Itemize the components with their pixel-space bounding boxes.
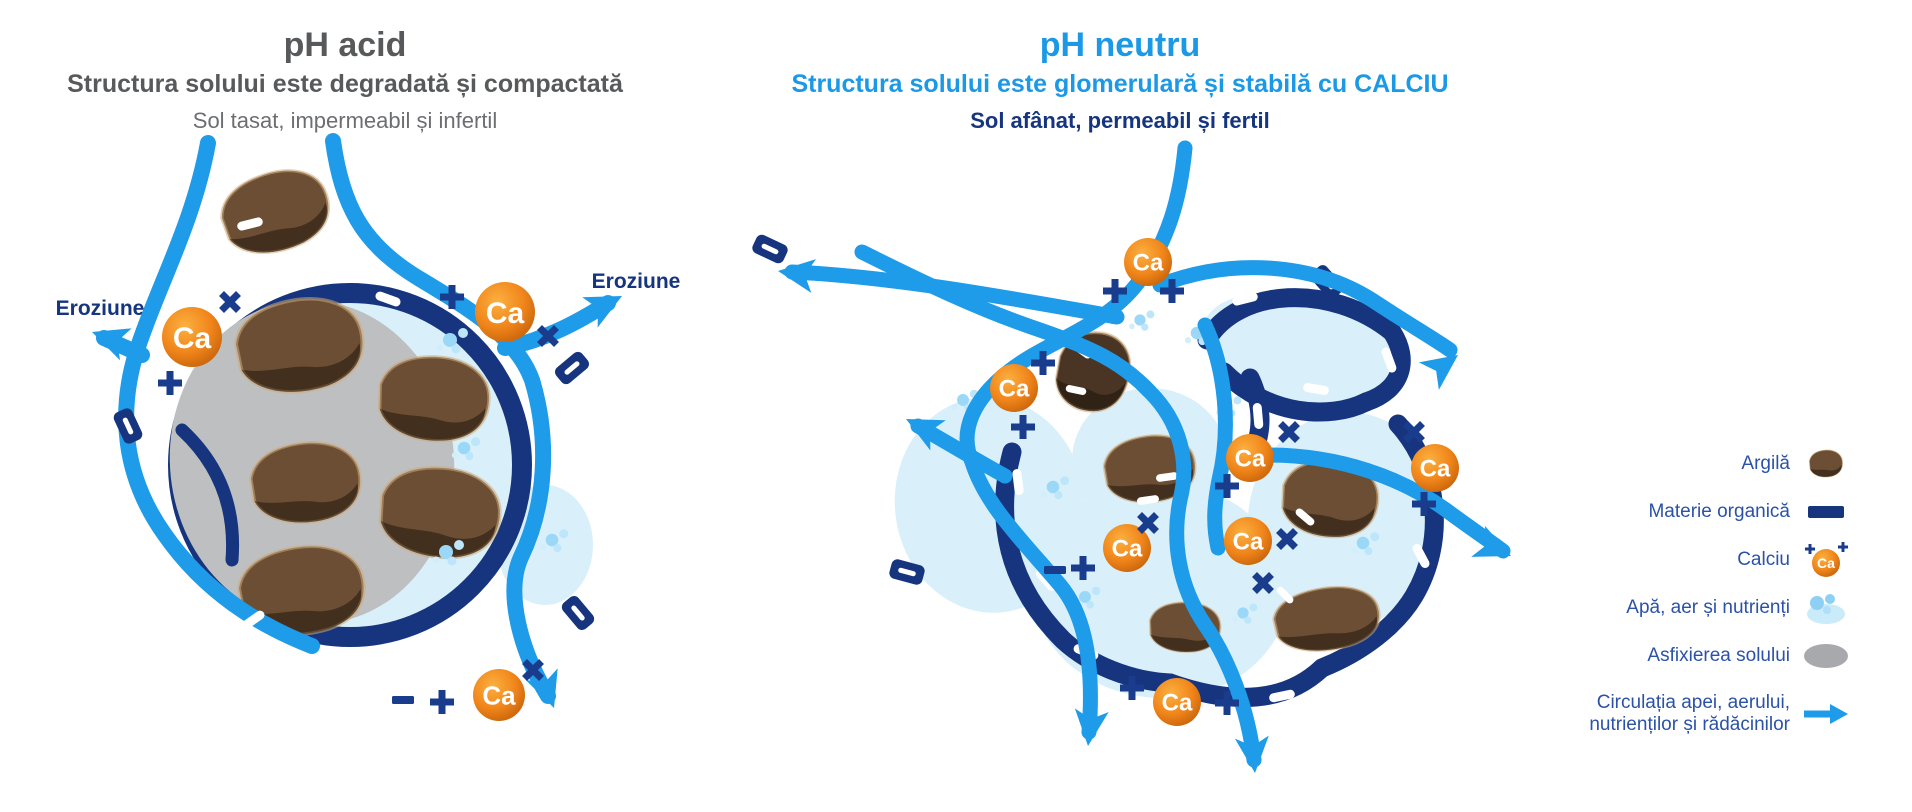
calcium-ion: Ca (990, 364, 1038, 412)
water-flow-path (784, 264, 1125, 325)
ca-label: Ca (173, 322, 212, 355)
circulation-arrow-icon (1802, 703, 1850, 725)
neutral-description: Sol afânat, permeabil și fertil (970, 108, 1270, 134)
plus-icon (430, 690, 454, 714)
water-flow-path (1197, 317, 1233, 556)
calcium-ion: Ca (1153, 678, 1201, 726)
calcium-ball (1153, 678, 1201, 726)
ca-label: Ca (486, 297, 525, 330)
ca-label: Ca (1233, 529, 1264, 556)
ca-label: Ca (1162, 690, 1193, 717)
ca-label: Ca (1420, 456, 1451, 483)
acid-panel-header: pH acid Structura solului este degradată… (45, 26, 645, 134)
legend-label: Argilă (1741, 452, 1790, 474)
organic-matter-strand (175, 423, 240, 567)
legend-row-organic-matter: Materie organică (1500, 488, 1850, 536)
legend-row-calcium: Calciu Ca (1500, 536, 1850, 584)
plus-icon (158, 371, 182, 395)
calcium-ion: Ca (1124, 238, 1172, 286)
calcium-ion: Ca (473, 669, 525, 721)
legend-label: Calciu (1737, 548, 1790, 570)
water-flow-path (854, 244, 1262, 768)
legend-label-line1: Circulația apei, aerului, (1596, 691, 1790, 713)
organic-matter-stub-icon (111, 406, 145, 446)
acid-description: Sol tasat, impermeabil și infertil (192, 108, 498, 134)
erosion-label-right: Eroziune (591, 270, 681, 293)
organic-matter-arc (1214, 362, 1376, 422)
calcium-ion: Ca (1411, 444, 1459, 492)
calcium-ball (1103, 524, 1151, 572)
calcium-ball (473, 669, 525, 721)
legend-row-water-air-nutrients: Apă, aer și nutrienți (1500, 584, 1850, 632)
water-flow-path (325, 133, 556, 704)
legend: Argilă Materie organică Calciu Ca (1500, 440, 1850, 742)
acid-soil-diagram: Ca Ca Ca (86, 133, 630, 721)
organic-matter-arc (995, 442, 1180, 693)
cross-icon (213, 285, 247, 319)
ca-label: Ca (999, 376, 1030, 403)
legend-label-line2: nutrienților și rădăcinilor (1589, 714, 1790, 735)
neutral-panel-header: pH neutru Structura solului este glomeru… (740, 26, 1500, 134)
legend-row-asphyxia: Asfixierea solului (1500, 632, 1850, 680)
organic-matter-arc (1197, 288, 1402, 350)
neutral-subtitle: Structura solului este glomerulară și st… (791, 70, 1449, 99)
calcium-ball (162, 307, 222, 367)
clay-aggregate-icon (212, 159, 339, 265)
calcium-ball (1124, 238, 1172, 286)
neutral-soil-diagram: Ca Ca Ca Ca Ca Ca Ca (750, 140, 1518, 775)
neutral-title: pH neutru (1039, 26, 1201, 64)
ca-label: Ca (1112, 536, 1143, 563)
acid-subtitle: Structura solului este degradată și comp… (67, 70, 623, 99)
legend-label: Asfixierea solului (1647, 644, 1790, 666)
water-flow-path (1152, 260, 1458, 358)
minus-icon (392, 696, 414, 704)
legend-label: Circulația apei, aerului, nutrienților ș… (1500, 692, 1790, 737)
erosion-label-left: Eroziune (55, 297, 145, 320)
organic-matter-icon (1802, 504, 1850, 520)
clay-icon (1802, 445, 1850, 483)
calcium-ball (1226, 434, 1274, 482)
calcium-ball (475, 282, 535, 342)
calcium-ion: Ca (1103, 524, 1151, 572)
acid-title: pH acid (283, 26, 407, 64)
calcium-ion: Ca (475, 282, 535, 342)
ca-label: Ca (482, 680, 516, 710)
organic-matter-arc (1356, 322, 1411, 412)
soil-asphyxia-icon (1802, 641, 1850, 671)
calcium-ion: Ca (1224, 517, 1272, 565)
calcium-ball (1224, 517, 1272, 565)
ca-label: Ca (1235, 446, 1266, 473)
legend-label: Apă, aer și nutrienți (1626, 596, 1790, 618)
ca-label: Ca (1133, 250, 1164, 277)
calcium-ball (1411, 444, 1459, 492)
water-air-nutrients-icon (1802, 590, 1850, 626)
legend-row-circulation: Circulația apei, aerului, nutrienților ș… (1500, 686, 1850, 742)
calcium-ball (990, 364, 1038, 412)
minus-icon (1044, 566, 1066, 574)
legend-label: Materie organică (1648, 500, 1790, 522)
calcium-ion: Ca (1226, 434, 1274, 482)
ca-label: Ca (1817, 555, 1835, 571)
organic-matter-stub-icon (750, 232, 790, 266)
bubble-cluster-icon (1129, 310, 1155, 331)
calcium-ion: Ca (162, 307, 222, 367)
organic-matter-stub-icon (552, 349, 592, 387)
legend-row-clay: Argilă (1500, 440, 1850, 488)
calcium-icon: Ca (1802, 539, 1850, 581)
